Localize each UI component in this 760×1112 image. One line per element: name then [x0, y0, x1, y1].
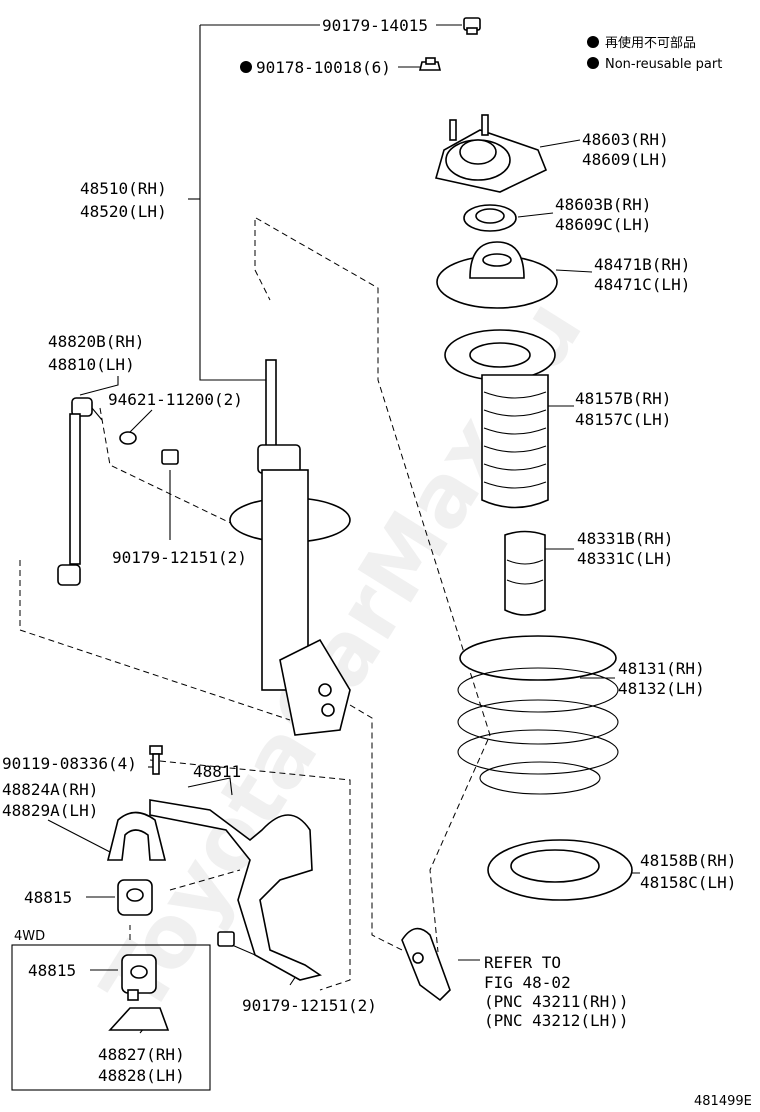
- legend-dot-icon: [587, 57, 599, 69]
- label-48603b: 48603B(RH): [555, 195, 651, 214]
- link-nut-icon: [161, 449, 179, 465]
- label-90178-10018: 90178-10018(6): [256, 58, 391, 77]
- label-48609c: 48609C(LH): [555, 215, 651, 234]
- bushing-bracket: [106, 811, 167, 861]
- bump-stopper: [504, 530, 546, 616]
- refer-line-4: (PNC 43212(LH)): [484, 1011, 629, 1030]
- label-48820b: 48820B(RH): [48, 332, 144, 351]
- shock-absorber-strut: [229, 359, 351, 736]
- stabilizer-bar: [149, 799, 322, 981]
- stabilizer-link: [57, 397, 103, 586]
- label-48828: 48828(LH): [98, 1066, 185, 1085]
- label-48829a: 48829A(LH): [2, 801, 98, 820]
- label-90179-14015: 90179-14015: [322, 16, 428, 35]
- bearing-ring: [463, 204, 517, 232]
- refer-line-2: FIG 48-02: [484, 973, 571, 992]
- label-4wd: 4WD: [14, 929, 45, 944]
- label-48603: 48603(RH): [582, 130, 669, 149]
- label-48132: 48132(LH): [618, 679, 705, 698]
- flange-nut-icon: [418, 57, 442, 71]
- label-94621: 94621-11200(2): [108, 390, 243, 409]
- lower-link-nut-icon: [217, 931, 235, 947]
- label-48157c: 48157C(LH): [575, 410, 671, 429]
- legend-dot-icon: [587, 36, 599, 48]
- label-48609: 48609(LH): [582, 150, 669, 169]
- lower-spring-insulator: [487, 839, 633, 901]
- upper-spring-seat: [436, 241, 558, 309]
- label-48158c: 48158C(LH): [640, 873, 736, 892]
- label-48815-4wd: 48815: [28, 961, 76, 980]
- steering-knuckle: [401, 927, 451, 1002]
- label-48471b: 48471B(RH): [594, 255, 690, 274]
- upper-support-mount: [434, 114, 548, 193]
- label-48510: 48510(RH): [80, 179, 167, 198]
- label-48331b: 48331B(RH): [577, 529, 673, 548]
- label-48827: 48827(RH): [98, 1045, 185, 1064]
- legend-en: Non-reusable part: [605, 57, 722, 72]
- 4wd-inset: [11, 944, 211, 1091]
- legend-jp: 再使用不可部品: [605, 35, 696, 51]
- stabilizer-bushing: [117, 879, 153, 916]
- label-48810: 48810(LH): [48, 355, 135, 374]
- washer-icon: [119, 431, 137, 445]
- nut-icon: [463, 17, 481, 35]
- assembly-dashed-lines: [19, 217, 491, 991]
- label-48520: 48520(LH): [80, 202, 167, 221]
- bolt-icon: [149, 745, 163, 775]
- refer-line-3: (PNC 43211(RH)): [484, 992, 629, 1011]
- label-48824a: 48824A(RH): [2, 780, 98, 799]
- label-90119: 90119-08336(4): [2, 754, 137, 773]
- label-90179-12151-lower: 90179-12151(2): [242, 996, 377, 1015]
- spring-insulator-and-boot: [444, 329, 556, 509]
- label-48815: 48815: [24, 888, 72, 907]
- coil-spring: [457, 635, 619, 795]
- label-48157b: 48157B(RH): [575, 389, 671, 408]
- figure-id: 481499E: [694, 1094, 752, 1109]
- label-48158b: 48158B(RH): [640, 851, 736, 870]
- label-90179-12151-upper: 90179-12151(2): [112, 548, 247, 567]
- label-48131: 48131(RH): [618, 659, 705, 678]
- refer-line-1: REFER TO: [484, 953, 561, 972]
- non-reusable-dot-icon: [240, 61, 252, 73]
- label-48471c: 48471C(LH): [594, 275, 690, 294]
- label-48811: 48811: [193, 762, 241, 781]
- label-48331c: 48331C(LH): [577, 549, 673, 568]
